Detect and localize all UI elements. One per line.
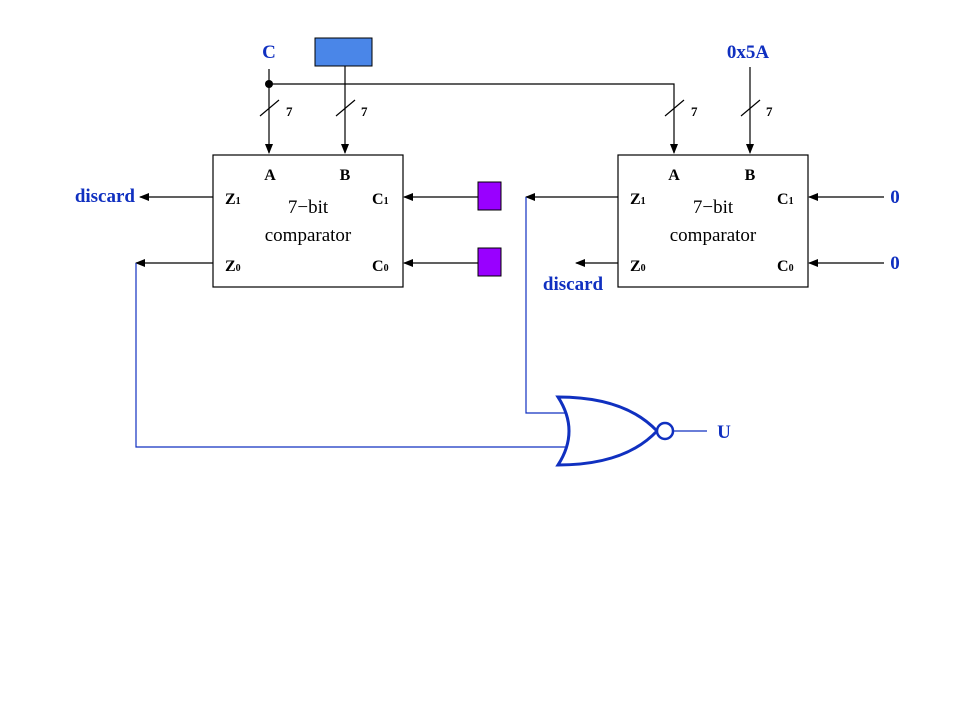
right-title-line2: comparator — [670, 225, 757, 246]
comparator-left: A B Z1 Z0 C1 C0 7−bit comparator — [212, 154, 404, 288]
bus-slash-left-a — [259, 99, 280, 117]
zero-c1-label: 0 — [890, 187, 900, 208]
left-port-z0: Z0 — [225, 258, 241, 275]
bus-width-right-b: 7 — [766, 104, 773, 119]
comparator-right: A B Z1 Z0 C1 C0 7−bit comparator — [617, 154, 809, 288]
bus-width-right-a: 7 — [691, 104, 698, 119]
left-port-b: B — [340, 167, 351, 184]
left-port-c1: C1 — [372, 191, 389, 208]
bus-width-left-a: 7 — [286, 104, 293, 119]
right-port-z1: Z1 — [630, 191, 646, 208]
right-port-b: B — [745, 167, 756, 184]
left-title-line1: 7−bit — [288, 197, 329, 218]
right-port-z0: Z0 — [630, 258, 646, 275]
nor-bubble — [655, 421, 675, 441]
bus-width-left-b: 7 — [361, 104, 368, 119]
blank-box-left-c0[interactable] — [477, 247, 502, 277]
left-port-z1: Z1 — [225, 191, 241, 208]
left-title-line2: comparator — [265, 225, 352, 246]
nor-gate — [555, 395, 675, 467]
left-port-c0: C0 — [372, 258, 389, 275]
left-discard-label: discard — [75, 186, 136, 207]
bus-slash-right-a — [664, 99, 685, 117]
zero-c0-label: 0 — [890, 253, 900, 274]
wire-right-z1-to-gate — [525, 197, 565, 414]
input-c-label: C — [262, 42, 276, 63]
bus-slash-left-b — [335, 99, 356, 117]
wire-left-z0-to-gate — [135, 263, 565, 448]
right-port-c0: C0 — [777, 258, 794, 275]
bus-slash-right-b — [740, 99, 761, 117]
right-discard-label: discard — [543, 274, 604, 295]
wire-c-to-right-a — [269, 83, 678, 154]
blank-box-b-input[interactable] — [314, 37, 373, 67]
right-title-line1: 7−bit — [693, 197, 734, 218]
input-hex-label: 0x5A — [727, 42, 770, 63]
output-u-label: U — [717, 422, 731, 443]
left-port-a: A — [264, 167, 276, 184]
right-port-c1: C1 — [777, 191, 794, 208]
blank-box-left-c1[interactable] — [477, 181, 502, 211]
right-port-a: A — [668, 167, 680, 184]
